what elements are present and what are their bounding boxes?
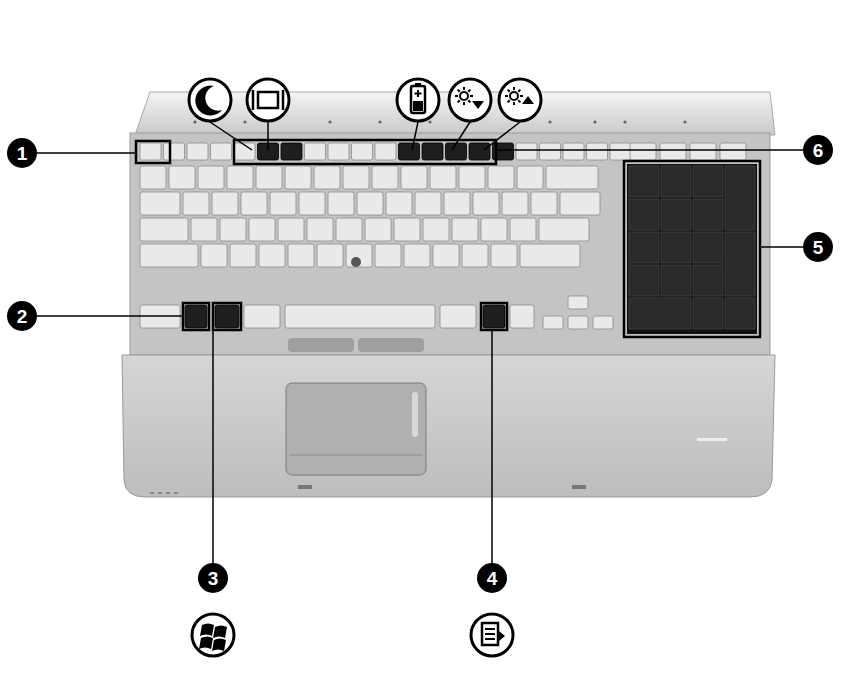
brightness-down-icon [449, 79, 491, 121]
numeric-keypad [627, 164, 757, 334]
application-key-icon [471, 614, 513, 656]
windows-logo-icon [192, 614, 234, 656]
callout-number: 4 [477, 563, 507, 593]
sleep-icon [189, 79, 231, 121]
leader-lines [37, 122, 803, 563]
callout-number: 5 [803, 232, 833, 262]
pointing-stick [351, 257, 361, 267]
battery-icon [397, 79, 439, 121]
brightness-up-icon [499, 79, 541, 121]
keys [140, 143, 746, 329]
callout-number: 6 [803, 135, 833, 165]
callout-circles [7, 135, 833, 593]
callout-number: 1 [7, 138, 37, 168]
callout-number: 2 [7, 301, 37, 331]
highlight-boxes [136, 140, 760, 337]
display-switch-icon [247, 79, 289, 121]
laptop-body [122, 92, 775, 497]
callout-number: 3 [198, 563, 228, 593]
